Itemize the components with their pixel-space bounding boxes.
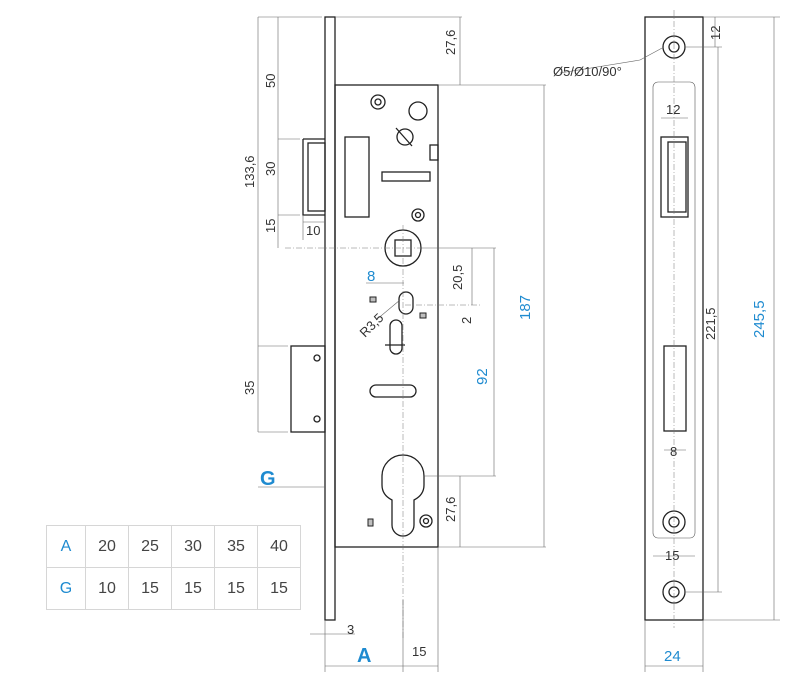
latch-bolt bbox=[302, 138, 325, 216]
spring-tab bbox=[429, 144, 439, 161]
table-row-g: G 10 15 15 15 15 bbox=[46, 567, 301, 610]
screw bbox=[411, 208, 425, 222]
screw bbox=[419, 514, 433, 528]
dim-92: 92 bbox=[474, 368, 491, 385]
dim-8-spindle: 8 bbox=[367, 268, 375, 285]
label-a: A bbox=[357, 645, 371, 667]
dim-15-left: 15 bbox=[263, 219, 278, 233]
lock-case bbox=[334, 84, 439, 548]
dim-245-5: 245,5 bbox=[751, 300, 768, 338]
dim-27-6-top: 27,6 bbox=[443, 30, 458, 55]
table-cell: 10 bbox=[85, 567, 129, 610]
lock-body-front-view bbox=[290, 16, 439, 621]
pivot bbox=[396, 128, 414, 146]
oval-hole bbox=[398, 291, 414, 315]
dim-12-slot: 12 bbox=[666, 102, 680, 117]
dim-20-5: 20,5 bbox=[450, 265, 465, 290]
fixing-hole-bottom bbox=[662, 580, 686, 604]
table-cell: 25 bbox=[128, 525, 172, 568]
deadbolt-rivet bbox=[313, 415, 321, 423]
dim-24: 24 bbox=[664, 648, 681, 665]
dim-2: 2 bbox=[459, 317, 474, 324]
table-cell: 15 bbox=[171, 567, 215, 610]
cylinder-profile bbox=[381, 454, 425, 537]
screw bbox=[370, 94, 386, 110]
dim-15-bottom: 15 bbox=[412, 644, 426, 659]
dim-187: 187 bbox=[517, 295, 534, 320]
dim-8-slot: 8 bbox=[670, 444, 677, 459]
dim-30: 30 bbox=[263, 162, 278, 176]
size-table: A 20 25 30 35 40 G 10 15 15 15 15 bbox=[46, 525, 301, 610]
dim-50: 50 bbox=[263, 74, 278, 88]
dim-27-6-bottom: 27,6 bbox=[443, 497, 458, 522]
dim-hole-spec: Ø5/Ø10/90° bbox=[553, 64, 622, 79]
table-cell: 15 bbox=[128, 567, 172, 610]
table-header-a: A bbox=[46, 525, 86, 568]
dim-3: 3 bbox=[347, 622, 354, 637]
side-plate-view bbox=[644, 10, 704, 628]
slot bbox=[381, 171, 431, 182]
dim-133-6: 133,6 bbox=[242, 155, 257, 188]
table-header-g: G bbox=[46, 567, 86, 610]
table-cell: 30 bbox=[171, 525, 215, 568]
faceplate bbox=[324, 16, 336, 621]
dimension-texts: 27,6 50 133,6 30 15 10 35 8 20,5 R3,5 2 … bbox=[242, 26, 768, 667]
bolt-opening bbox=[663, 345, 687, 432]
dim-15-plate: 15 bbox=[665, 548, 679, 563]
dim-12-top: 12 bbox=[708, 26, 723, 40]
table-row-a: A 20 25 30 35 40 bbox=[46, 525, 301, 568]
deadbolt-rivet bbox=[313, 354, 321, 362]
label-g: G bbox=[260, 468, 276, 490]
latch-bolt-inner bbox=[307, 142, 326, 212]
deadbolt bbox=[290, 345, 326, 433]
latch-opening bbox=[660, 136, 689, 218]
table-cell: 15 bbox=[257, 567, 301, 610]
vertical-slot bbox=[389, 319, 403, 355]
dimension-lines bbox=[257, 16, 780, 672]
table-cell: 35 bbox=[214, 525, 258, 568]
dim-10: 10 bbox=[306, 223, 320, 238]
table-cell: 20 bbox=[85, 525, 129, 568]
horizontal-slot bbox=[369, 384, 417, 398]
latch-bolt-carrier bbox=[344, 136, 370, 218]
dim-221-5: 221,5 bbox=[703, 307, 718, 340]
center-lines bbox=[285, 225, 480, 640]
table-cell: 40 bbox=[257, 525, 301, 568]
table-cell: 15 bbox=[214, 567, 258, 610]
dim-35: 35 bbox=[242, 381, 257, 395]
pivot bbox=[408, 101, 428, 121]
screw-center bbox=[374, 98, 382, 106]
